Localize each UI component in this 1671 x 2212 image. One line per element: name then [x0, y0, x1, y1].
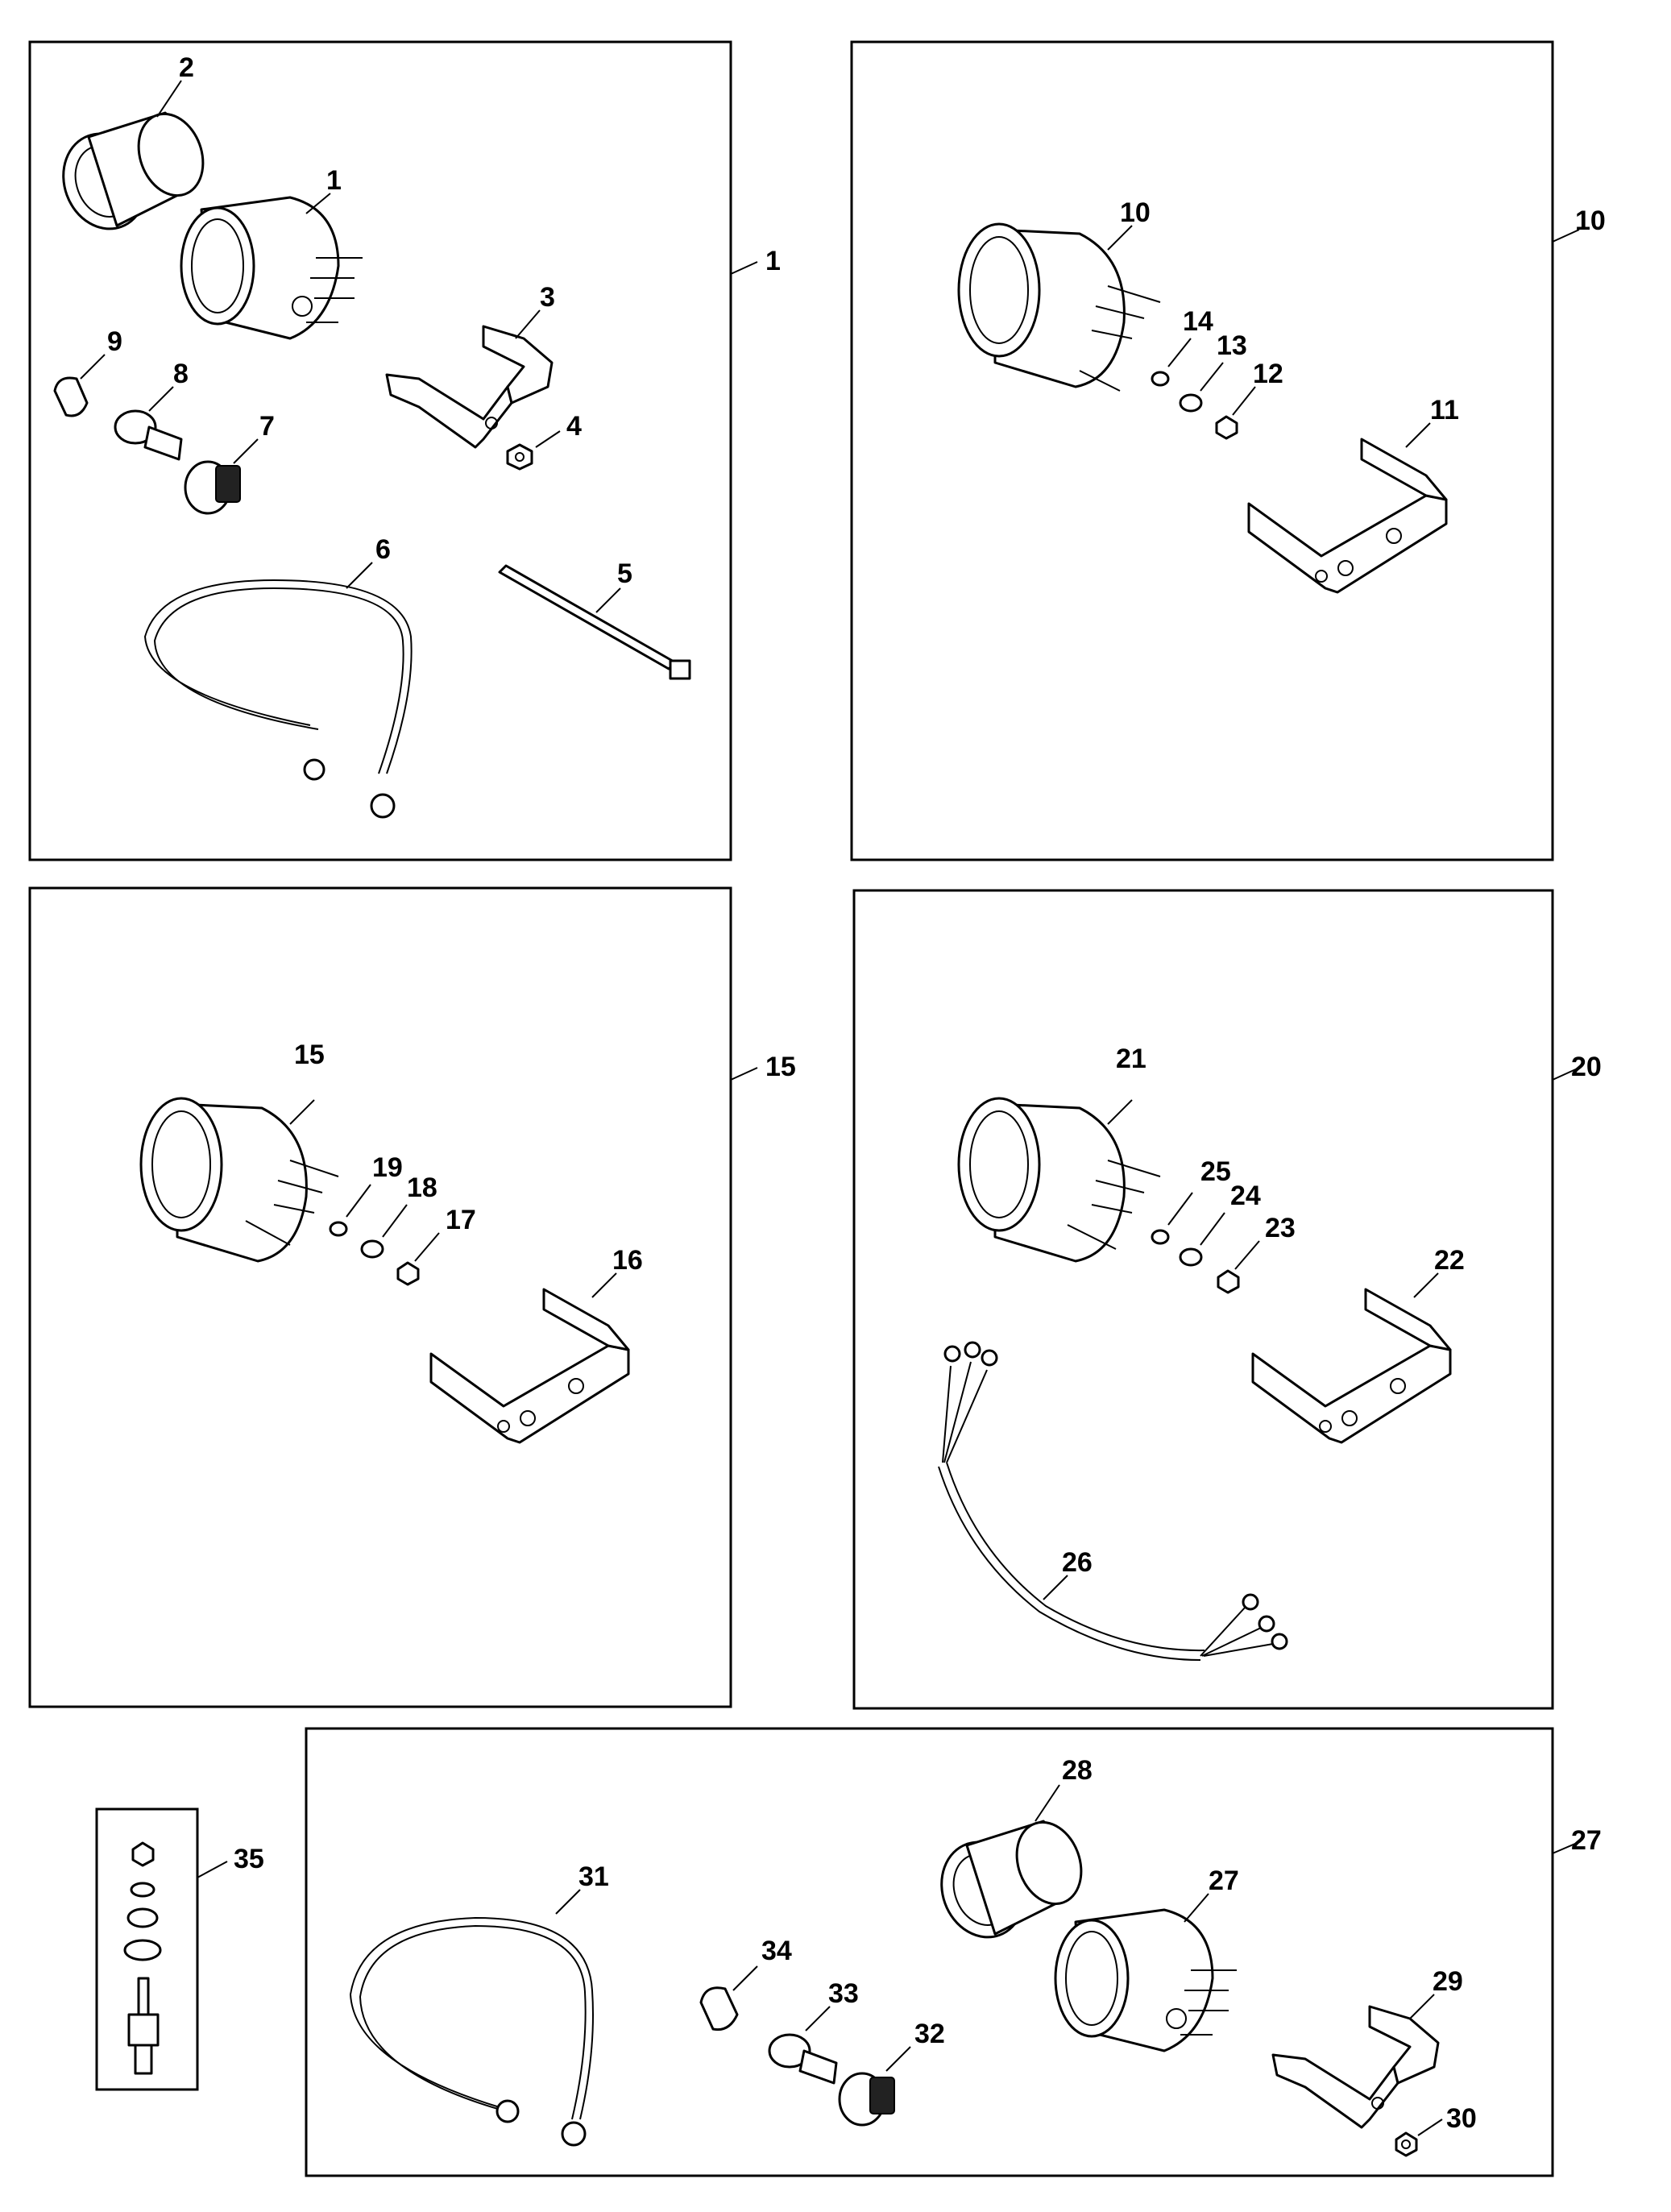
- part-label-11: 11: [1430, 395, 1459, 425]
- mounting-bracket-16: [429, 1288, 630, 1444]
- part-label-19: 19: [372, 1152, 403, 1183]
- gauge-body-10: [957, 222, 1161, 392]
- mounting-bracket-small: [385, 325, 554, 449]
- mounting-bracket-29: [1271, 2005, 1440, 2129]
- panel-kit-10: 10 10 14 13 12: [850, 40, 1606, 861]
- part-label-8: 8: [173, 359, 189, 389]
- panel-kit-15-frame: [28, 886, 732, 1708]
- panel-kit-1-frame: [28, 40, 732, 861]
- nut-23: [1217, 1269, 1240, 1294]
- part-label-21: 21: [1116, 1044, 1146, 1074]
- bezel-ring-28: [940, 1820, 1083, 1939]
- part-label-35: 35: [234, 1844, 264, 1874]
- nut-17: [396, 1261, 420, 1286]
- wire-harness-26: [938, 1341, 1288, 1661]
- part-label-30: 30: [1446, 2103, 1477, 2134]
- part-label-29: 29: [1433, 1966, 1463, 1997]
- washer-25: [1151, 1229, 1170, 1245]
- group-label-20: 20: [1571, 1052, 1602, 1082]
- hex-nut: [506, 443, 533, 471]
- bezel-ring: [62, 111, 205, 230]
- bulb-cap: [53, 376, 89, 417]
- part-label-15: 15: [294, 1040, 325, 1070]
- bulb-socket: [184, 460, 241, 515]
- washer-14: [1151, 371, 1170, 387]
- part-label-10: 10: [1120, 197, 1151, 228]
- part-label-32: 32: [914, 2019, 945, 2049]
- part-label-31: 31: [578, 1861, 609, 1892]
- panel-kit-27-frame: [305, 1727, 1554, 2177]
- gauge-body: [180, 196, 363, 340]
- washer-19: [329, 1221, 348, 1237]
- bulb-33: [768, 2033, 838, 2085]
- nut-12: [1215, 415, 1238, 440]
- part-label-27: 27: [1209, 1865, 1239, 1896]
- panel-kit-1: 1 2 1 3: [28, 40, 781, 861]
- part-label-34: 34: [761, 1936, 792, 1966]
- panel-kit-35-frame: [95, 1807, 199, 2091]
- panel-kit-20-frame: [852, 889, 1554, 1710]
- part-label-12: 12: [1253, 359, 1283, 389]
- part-label-24: 24: [1230, 1181, 1261, 1211]
- group-label-10: 10: [1575, 205, 1606, 236]
- part-label-14: 14: [1183, 306, 1213, 337]
- nut-30: [1395, 2131, 1418, 2157]
- bulb: [114, 409, 183, 461]
- mounting-bracket-11: [1247, 438, 1448, 594]
- cable-tie: [498, 564, 691, 680]
- part-label-2: 2: [179, 52, 194, 83]
- part-label-7: 7: [259, 411, 275, 442]
- part-label-23: 23: [1265, 1213, 1296, 1243]
- group-label-27: 27: [1571, 1825, 1602, 1856]
- part-label-26: 26: [1062, 1547, 1093, 1578]
- panel-kit-20: 20 21 25 24 23: [852, 889, 1602, 1710]
- part-label-6: 6: [375, 534, 391, 565]
- part-label-4: 4: [566, 411, 582, 442]
- panel-kit-35: 35: [95, 1807, 264, 2091]
- part-label-18: 18: [407, 1172, 437, 1203]
- gauge-body-15: [139, 1097, 339, 1263]
- part-label-22: 22: [1434, 1245, 1465, 1276]
- part-label-28: 28: [1062, 1755, 1093, 1786]
- part-label-25: 25: [1200, 1156, 1231, 1187]
- part-label-33: 33: [828, 1978, 859, 2009]
- group-label-1: 1: [765, 246, 781, 276]
- sender-hardware-35: [123, 1841, 162, 2075]
- bulb-socket-32: [838, 2072, 895, 2127]
- gauge-body-21: [957, 1097, 1161, 1263]
- ground-wire: [143, 579, 413, 819]
- lock-washer-18: [360, 1239, 384, 1259]
- gauge-body-27: [1054, 1908, 1237, 2052]
- panel-kit-15: 15 15 19 18 17: [28, 886, 796, 1708]
- part-label-13: 13: [1217, 330, 1247, 361]
- group-label-15: 15: [765, 1052, 796, 1082]
- part-label-1: 1: [326, 165, 342, 196]
- bulb-cap-34: [699, 1986, 739, 2031]
- mounting-bracket-22: [1251, 1288, 1452, 1444]
- part-label-16: 16: [612, 1245, 643, 1276]
- part-label-17: 17: [446, 1205, 476, 1235]
- panel-kit-10-frame: [850, 40, 1554, 861]
- part-label-5: 5: [617, 558, 632, 589]
- lock-washer-24: [1179, 1247, 1203, 1267]
- ground-wire-31: [349, 1916, 594, 2147]
- part-label-9: 9: [107, 326, 122, 357]
- part-label-3: 3: [540, 282, 555, 313]
- panel-kit-27: 27 31 34 33 32: [305, 1727, 1602, 2177]
- lock-washer-13: [1179, 393, 1203, 413]
